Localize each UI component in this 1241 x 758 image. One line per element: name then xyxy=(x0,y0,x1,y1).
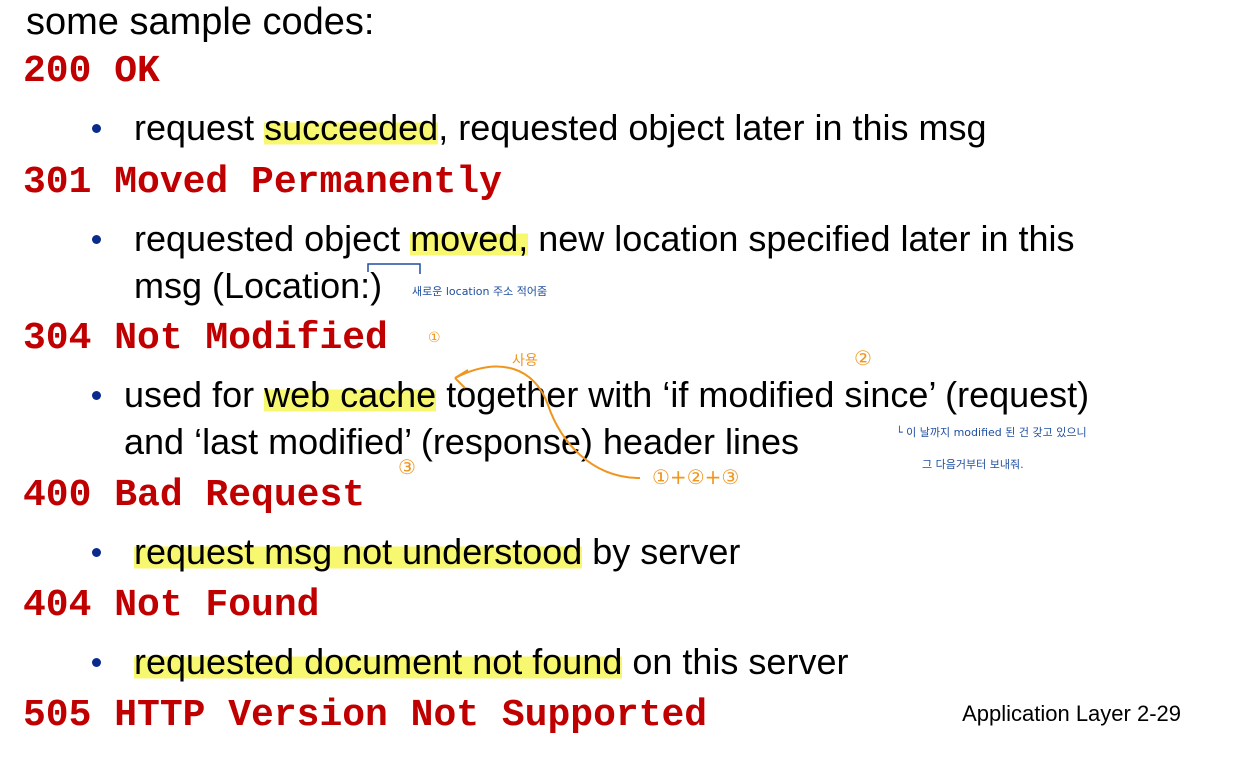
desc-304-line2: and ‘last modified’ (response) header li… xyxy=(124,421,800,462)
handwritten-mark-3: ③ xyxy=(398,455,416,479)
desc-304-part1: used for xyxy=(124,374,265,415)
desc-301-line2: msg (Location:) xyxy=(134,265,383,306)
desc-301-part2: new location specified later in this xyxy=(528,218,1075,259)
status-code-400: 400 Bad Request xyxy=(23,474,366,517)
desc-200-highlight: succeeded xyxy=(264,107,439,148)
desc-200: request succeeded, requested object late… xyxy=(134,106,987,150)
intro-text: some sample codes: xyxy=(26,1,375,43)
handwritten-location-note: 새로운 location 주소 적어줌 xyxy=(412,285,548,298)
handwritten-right-note-2: 그 다음거부터 보내줘. xyxy=(922,458,1024,471)
status-code-404: 404 Not Found xyxy=(23,584,320,627)
bullet-icon xyxy=(92,548,101,557)
status-code-304: 304 Not Modified xyxy=(23,317,388,360)
desc-304: used for web cache together with ‘if mod… xyxy=(124,373,1089,417)
desc-304-highlight: web cache xyxy=(264,374,437,415)
handwritten-sum: ①+②+③ xyxy=(652,465,740,489)
desc-304-part2: together with ‘if modified since’ (reque… xyxy=(436,374,1090,415)
status-code-301: 301 Moved Permanently xyxy=(23,161,502,204)
desc-301-highlight: moved, xyxy=(410,218,529,259)
bullet-icon xyxy=(92,391,101,400)
status-code-200: 200 OK xyxy=(23,50,160,93)
desc-200-part1: request xyxy=(134,107,265,148)
bullet-icon xyxy=(92,124,101,133)
handwritten-use-label: 사용 xyxy=(512,353,538,369)
handwritten-mark-1: ① xyxy=(428,330,441,346)
location-bracket-stroke xyxy=(367,263,421,274)
desc-404-highlight: requested document not found xyxy=(134,641,623,682)
bullet-icon xyxy=(92,235,101,244)
status-code-505: 505 HTTP Version Not Supported xyxy=(23,694,708,737)
slide-footer: Application Layer 2-29 xyxy=(962,701,1181,726)
orange-arrow-head xyxy=(454,369,469,389)
desc-404: requested document not found on this ser… xyxy=(134,640,848,684)
desc-200-part2: , requested object later in this msg xyxy=(438,107,987,148)
desc-404-part2: on this server xyxy=(622,641,849,682)
desc-400-highlight: request msg not understood xyxy=(134,531,583,572)
desc-400: request msg not understood by server xyxy=(134,530,740,574)
desc-400-part2: by server xyxy=(582,531,741,572)
handwritten-right-note-1: └ 이 날까지 modified 된 건 갖고 있으니 xyxy=(896,426,1087,439)
desc-301-part1: requested object xyxy=(134,218,411,259)
desc-301: requested object moved, new location spe… xyxy=(134,217,1075,261)
orange-arrow-curve xyxy=(454,365,641,479)
bullet-icon xyxy=(92,658,101,667)
handwritten-mark-2: ② xyxy=(854,346,872,370)
